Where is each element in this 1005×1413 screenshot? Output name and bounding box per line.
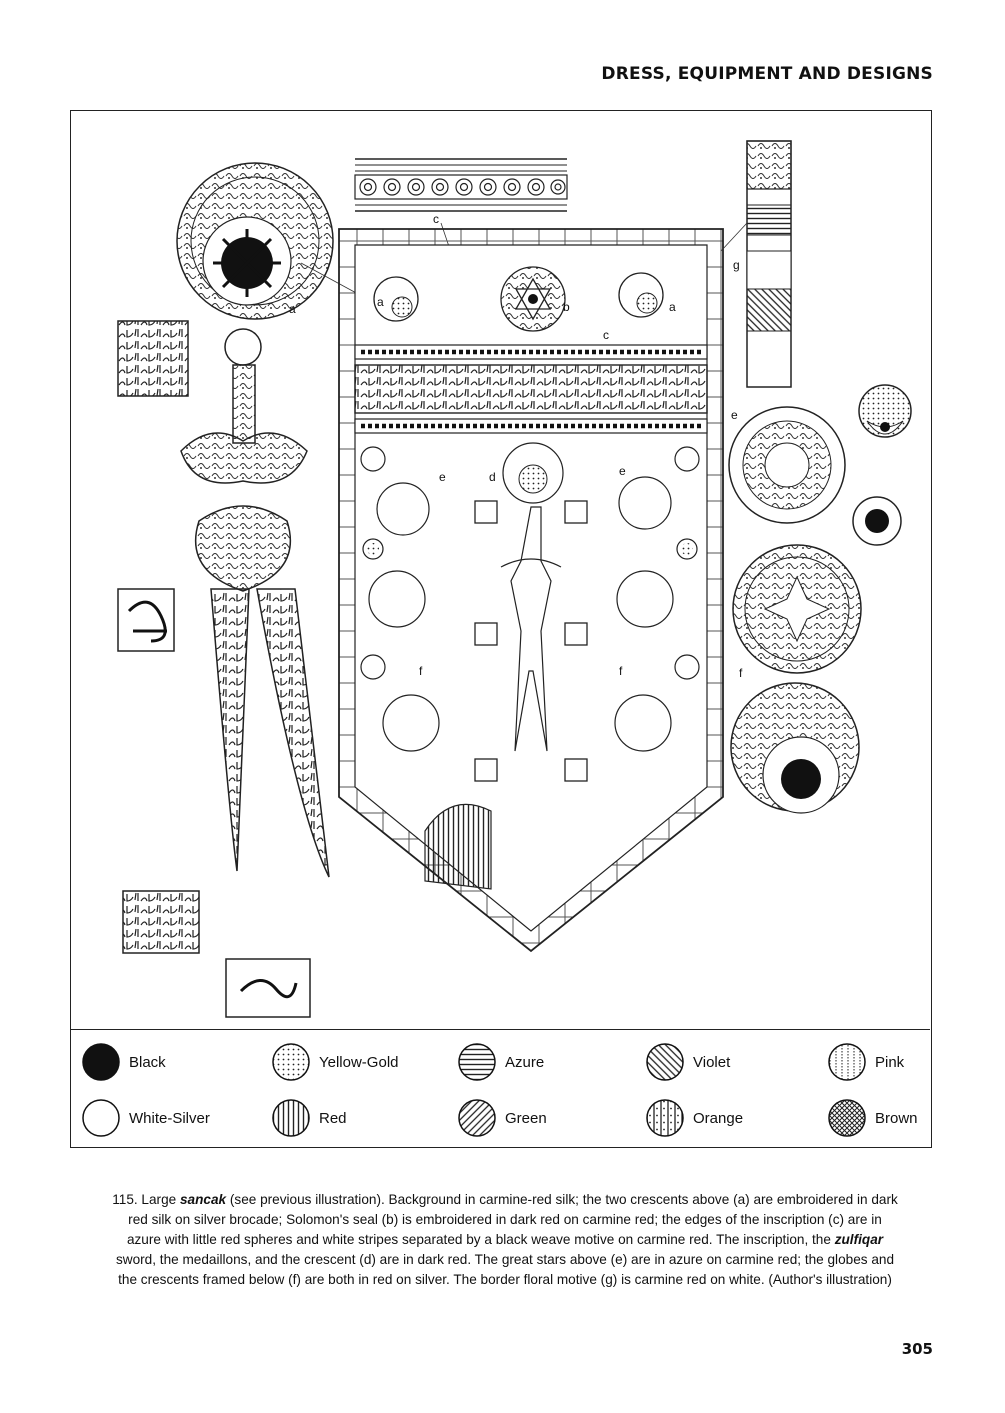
figure-caption: 115. Large sancak (see previous illustra… <box>110 1190 900 1290</box>
caption-number: 115. Large <box>112 1192 180 1207</box>
svg-text:c: c <box>433 212 439 226</box>
legend-label: Orange <box>693 1109 744 1127</box>
svg-text:f: f <box>419 664 423 678</box>
svg-text:c: c <box>603 328 609 342</box>
legend-item-white-silver: White-Silver <box>81 1098 210 1138</box>
svg-text:g: g <box>733 258 740 272</box>
crescent-medallion-detail <box>176 162 334 320</box>
legend-label: Yellow-Gold <box>319 1053 399 1071</box>
swatch-vertical-dots-icon <box>646 1099 684 1137</box>
crescent-globe-medallion <box>730 682 860 814</box>
star-medallion <box>728 406 846 524</box>
svg-text:e: e <box>619 464 626 478</box>
legend-label: Black <box>129 1053 166 1071</box>
caption-term-sancak: sancak <box>179 1192 227 1207</box>
legend-label: Red <box>319 1109 347 1127</box>
svg-text:a: a <box>289 302 296 316</box>
star-medallion-small <box>852 496 902 546</box>
sancak-illustration: c a <box>117 140 912 1018</box>
legend-label: Green <box>505 1109 547 1127</box>
seal-stamp <box>117 588 175 652</box>
color-legend: Black Yellow-Gold Azure Violet Pink <box>71 1029 930 1147</box>
legend-item-black: Black <box>81 1042 166 1082</box>
running-head: DRESS, EQUIPMENT AND DESIGNS <box>601 64 933 84</box>
figure-frame: c a <box>70 110 932 1148</box>
swatch-empty-icon <box>82 1099 120 1137</box>
legend-item-orange: Orange <box>645 1098 743 1138</box>
legend-label: Azure <box>505 1053 545 1071</box>
seal-stamp <box>117 320 189 397</box>
swatch-black-icon <box>82 1043 120 1081</box>
swatch-crosshatch-icon <box>828 1099 866 1137</box>
inscription-border-detail <box>354 158 568 212</box>
legend-item-red: Red <box>271 1098 347 1138</box>
globe-medallion <box>732 544 862 674</box>
swatch-dots-icon <box>272 1043 310 1081</box>
legend-label: Brown <box>875 1109 918 1127</box>
page-number: 305 <box>901 1340 933 1358</box>
svg-text:a: a <box>377 295 384 309</box>
svg-text:d: d <box>489 470 496 484</box>
legend-label: White-Silver <box>129 1109 210 1127</box>
seal-stamp <box>225 958 311 1018</box>
svg-text:e: e <box>439 470 446 484</box>
swatch-dotted-vertical-icon <box>828 1043 866 1081</box>
legend-item-violet: Violet <box>645 1042 730 1082</box>
legend-item-green: Green <box>457 1098 547 1138</box>
svg-text:f: f <box>619 664 623 678</box>
caption-term-zulfiqar: zulfiqar <box>834 1232 884 1247</box>
seal-stamp <box>122 890 200 954</box>
sancak-banner <box>338 228 724 953</box>
swatch-horizontal-lines-icon <box>458 1043 496 1081</box>
svg-text:f: f <box>739 666 743 680</box>
legend-item-pink: Pink <box>827 1042 904 1082</box>
svg-text:e: e <box>731 408 738 422</box>
legend-label: Pink <box>875 1053 905 1071</box>
caption-text-part1: (see previous illustration). Background … <box>126 1192 898 1247</box>
svg-text:b: b <box>563 300 570 314</box>
globe-crescent-small <box>858 384 912 438</box>
swatch-diagonal-left-icon <box>458 1099 496 1137</box>
swatch-vertical-lines-icon <box>272 1099 310 1137</box>
legend-item-brown: Brown <box>827 1098 918 1138</box>
caption-text-part2: sword, the medaillons, and the crescent … <box>115 1252 895 1287</box>
zulfiqar-sword <box>180 328 330 878</box>
legend-item-yellow-gold: Yellow-Gold <box>271 1042 399 1082</box>
svg-text:a: a <box>669 300 676 314</box>
legend-item-azure: Azure <box>457 1042 544 1082</box>
swatch-diagonal-right-icon <box>646 1043 684 1081</box>
legend-label: Violet <box>693 1053 731 1071</box>
border-floral-motive <box>746 140 792 388</box>
